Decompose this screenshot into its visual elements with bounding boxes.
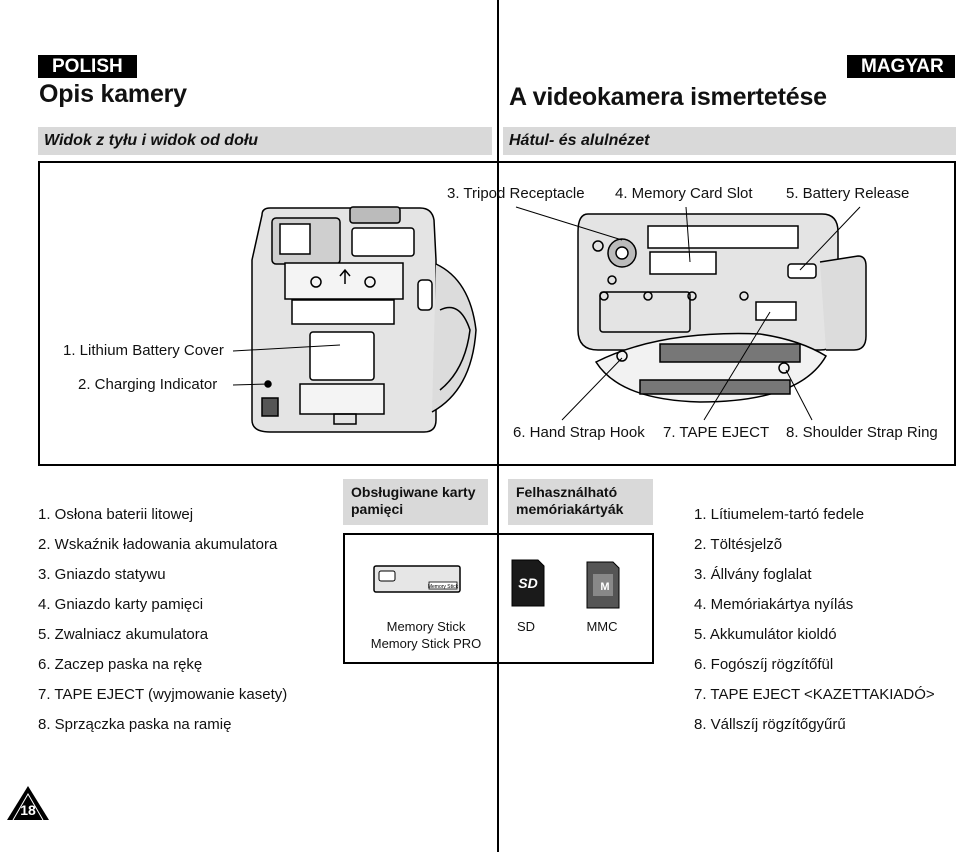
callout-8: 8. Shoulder Strap Ring [786, 424, 938, 441]
language-badge-magyar: MAGYAR [847, 55, 955, 78]
list-item: 6. Zaczep paska na rękę [38, 656, 203, 673]
list-item: 7. TAPE EJECT (wyjmowanie kasety) [38, 686, 288, 703]
camera-figure-frame [38, 161, 956, 466]
list-item: 1. Osłona baterii litowej [38, 506, 194, 523]
memory-header-polish: Obsługiwane karty pamięci [343, 479, 488, 525]
column-divider [497, 0, 499, 852]
list-item: 4. Memóriakártya nyílás [694, 596, 854, 613]
callout-6: 6. Hand Strap Hook [513, 424, 645, 441]
mmc-label: MMC [586, 619, 618, 634]
memory-stick-label: Memory Stick Memory Stick PRO [370, 619, 482, 651]
list-item: 3. Állvány foglalat [694, 566, 812, 583]
list-item: 7. TAPE EJECT <KAZETTAKIADÓ> [694, 686, 935, 703]
list-item: 3. Gniazdo statywu [38, 566, 166, 583]
memory-header-magyar: Felhasználható memóriakártyák [508, 479, 653, 525]
list-item: 2. Wskaźnik ładowania akumulatora [38, 536, 278, 553]
sd-label: SD [516, 619, 536, 634]
page-title-magyar: A videokamera ismertetése [509, 83, 827, 111]
callout-1: 1. Lithium Battery Cover [63, 342, 224, 359]
svg-text:Memory Stick: Memory Stick [428, 584, 459, 590]
page-number-badge: 18 [7, 786, 49, 821]
list-item: 8. Sprzączka paska na ramię [38, 716, 232, 733]
sd-card-image: SD [511, 559, 545, 607]
list-item: 1. Lítiumelem-tartó fedele [694, 506, 865, 523]
list-item: 5. Zwalniacz akumulatora [38, 626, 209, 643]
svg-text:SD: SD [518, 575, 537, 591]
section-subtitle-polish: Widok z tyłu i widok od dołu [38, 127, 492, 155]
mmc-card-image: M [586, 561, 620, 609]
language-badge-polish: POLISH [38, 55, 137, 78]
callout-2: 2. Charging Indicator [78, 376, 218, 393]
list-item: 6. Fogószíj rögzítőfül [694, 656, 834, 673]
page-number: 18 [20, 802, 36, 818]
callout-4: 4. Memory Card Slot [615, 185, 753, 202]
section-subtitle-magyar: Hátul- és alulnézet [503, 127, 956, 155]
memory-stick-card-image: Memory Stick [373, 565, 461, 593]
camcorder-illustration [232, 206, 867, 433]
list-item: 4. Gniazdo karty pamięci [38, 596, 204, 613]
parts-list-magyar: 1. Lítiumelem-tartó fedele 2. Töltésjelz… [694, 500, 935, 740]
list-item: 5. Akkumulátor kioldó [694, 626, 837, 643]
list-item: 8. Vállszíj rögzítőgyűrű [694, 716, 846, 733]
memory-cards-box [343, 533, 654, 664]
svg-text:M: M [600, 581, 609, 593]
callout-5: 5. Battery Release [786, 185, 910, 202]
list-item: 2. Töltésjelzõ [694, 536, 783, 553]
parts-list-polish: 1. Osłona baterii litowej 2. Wskaźnik ła… [38, 500, 287, 740]
callout-3: 3. Tripod Receptacle [447, 185, 585, 202]
page-title-polish: Opis kamery [39, 80, 187, 108]
callout-7: 7. TAPE EJECT [663, 424, 770, 441]
